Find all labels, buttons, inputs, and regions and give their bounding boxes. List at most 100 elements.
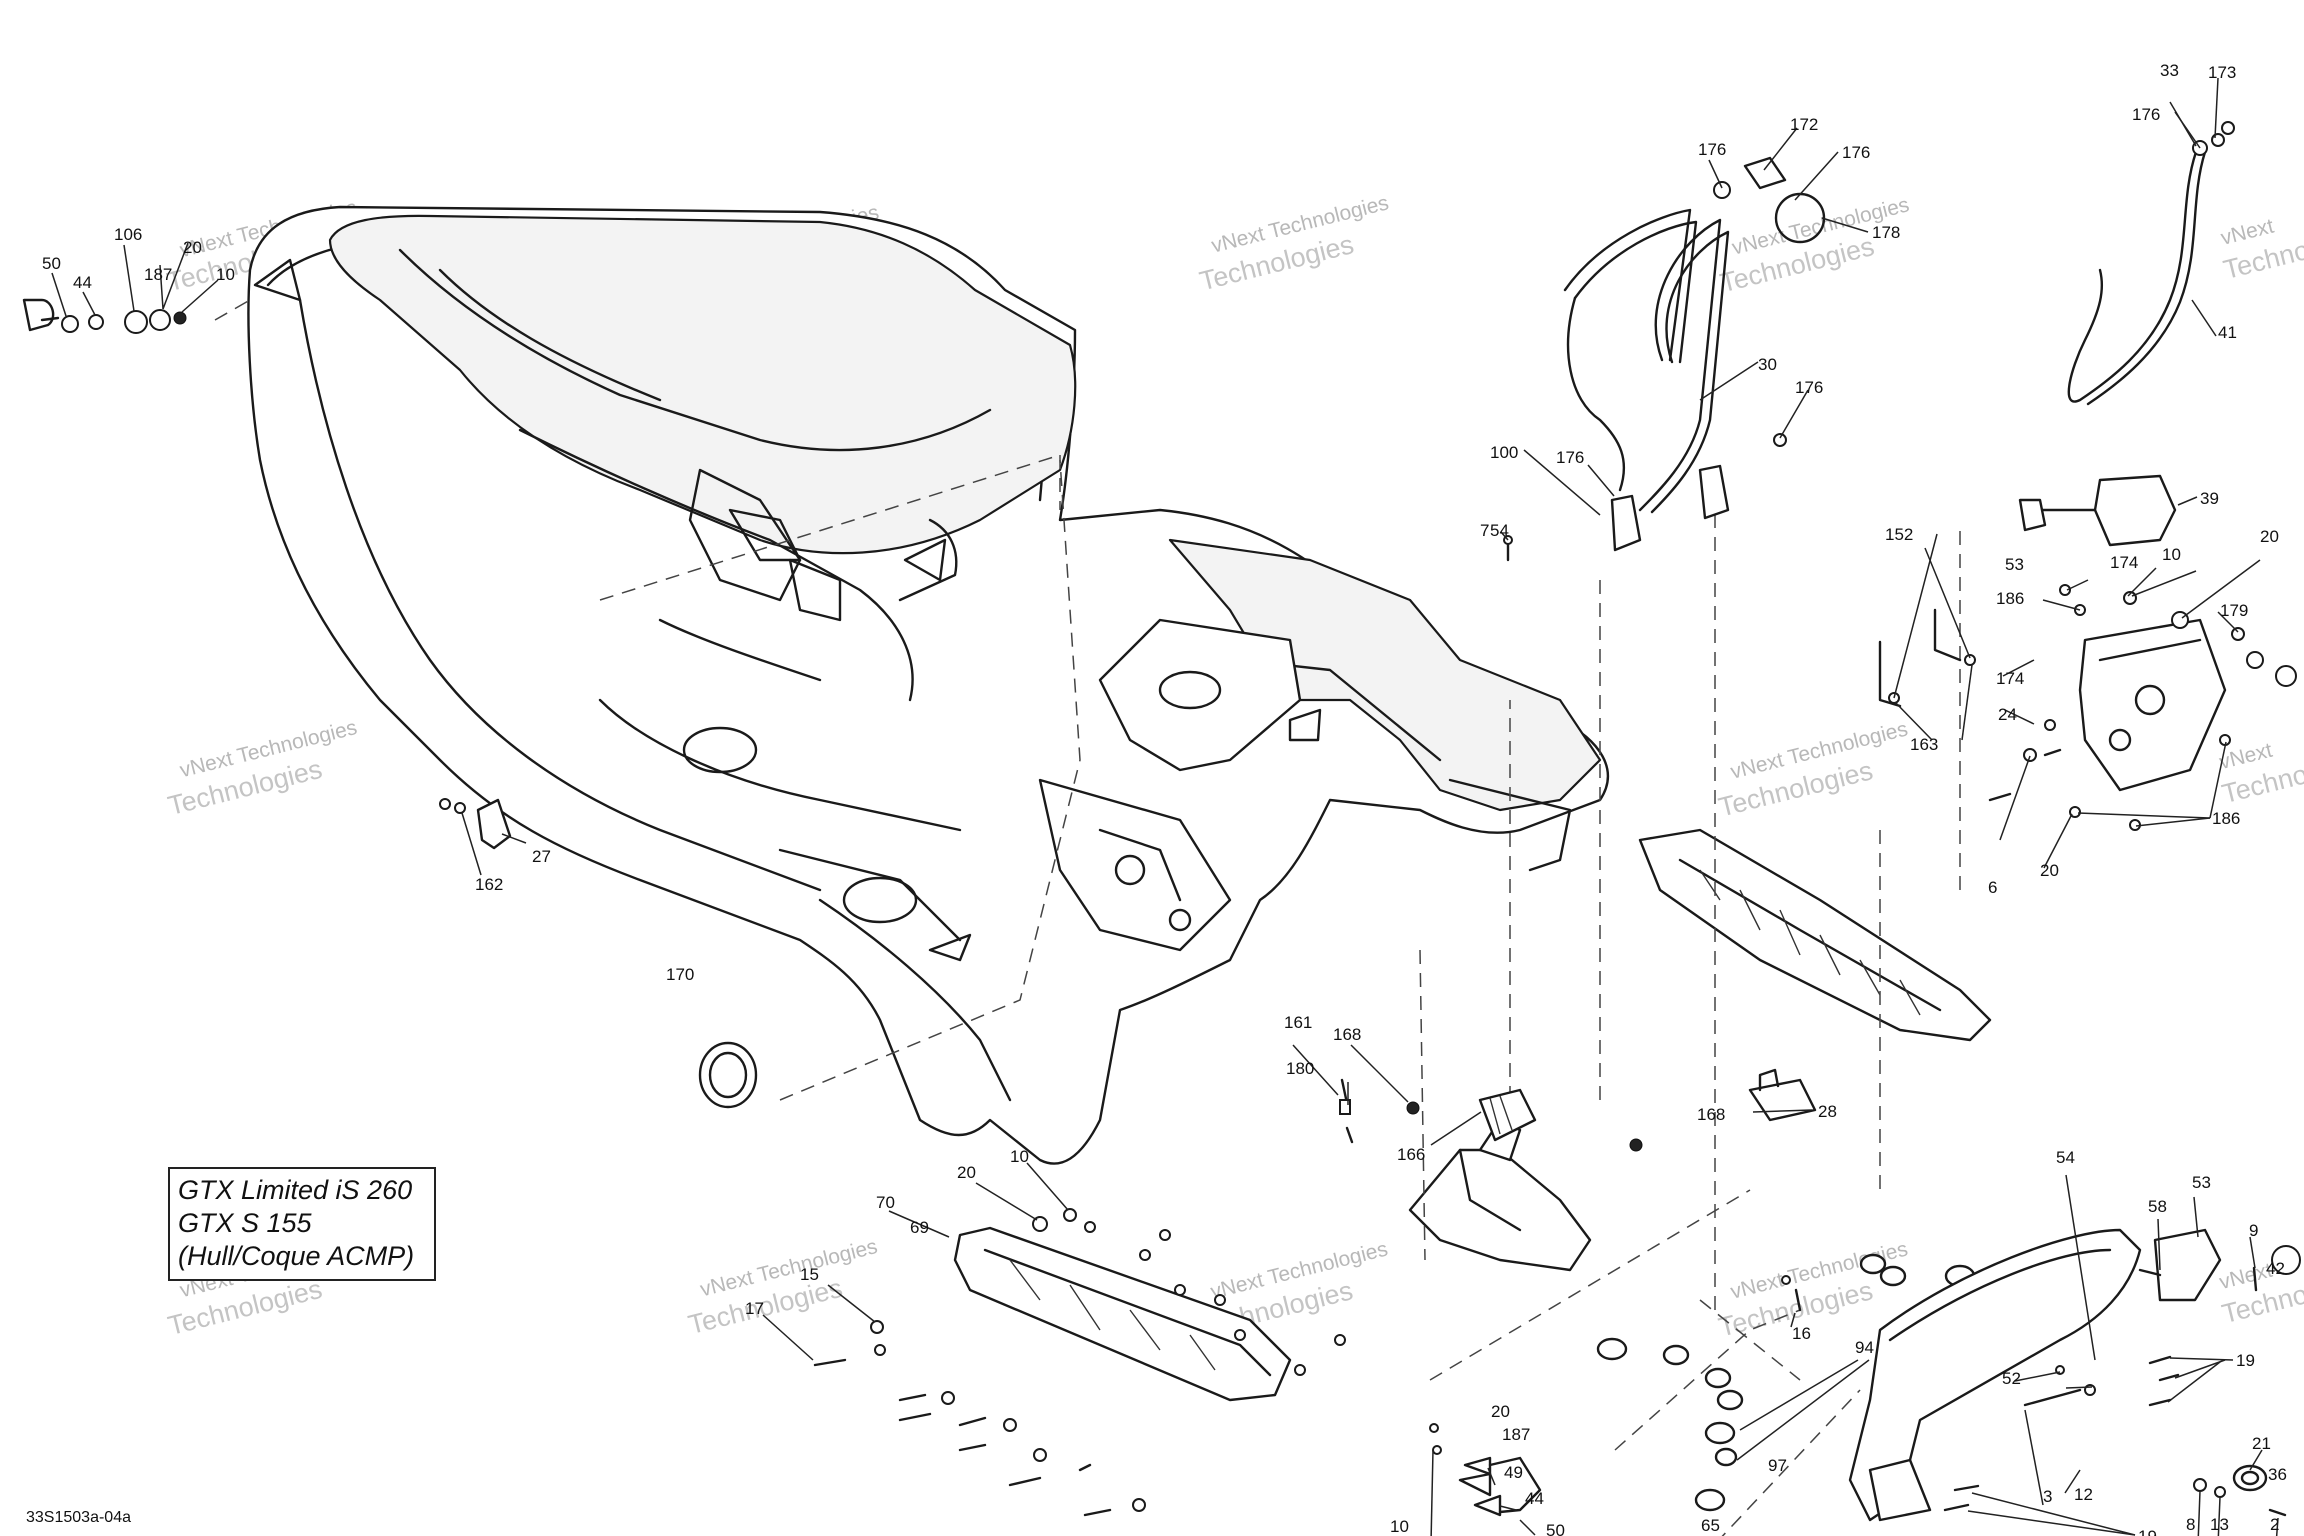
callout-label: 186: [1996, 589, 2024, 608]
callout-label: 33: [2160, 61, 2179, 80]
callout-label: 163: [1910, 735, 1938, 754]
callout-label: 6: [1988, 878, 1997, 897]
cable-41: [2067, 121, 2235, 406]
callout-label: 3: [2043, 1487, 2052, 1506]
model-note-box: GTX Limited iS 260 GTX S 155 (Hull/Coque…: [168, 1167, 436, 1281]
bolt-stack-top-left: [22, 298, 187, 334]
callout-label: 41: [2218, 323, 2237, 342]
callout-label: 36: [2268, 1465, 2287, 1484]
screw-16: [1781, 1275, 1802, 1312]
callout-label: 20: [2260, 527, 2279, 546]
callout-label: 21: [2252, 1434, 2271, 1453]
rear-sponson-rail: [1638, 828, 1992, 1042]
explode-lines: [214, 299, 1961, 1536]
callout-label: 172: [1790, 115, 1818, 134]
callout-label: 161: [1284, 1013, 1312, 1032]
grab-handle-54: [1848, 1228, 2222, 1522]
callout-label: 174: [2110, 553, 2138, 572]
callout-label: 176: [1795, 378, 1823, 397]
callout-label: 8: [2186, 1515, 2195, 1534]
screws-19: [1943, 1355, 2180, 1512]
sleeve-170: [698, 1041, 758, 1109]
callout-label: 179: [2220, 601, 2248, 620]
callout-label: 20: [2040, 861, 2059, 880]
hull-deck-body: [247, 205, 1610, 1165]
callout-label: 187: [144, 265, 172, 284]
callout-labels: 50 44 106 187 20 10 162 27 170 161 180 1…: [42, 61, 2287, 1536]
callout-label: 44: [1525, 1489, 1544, 1508]
callout-label: 2: [2270, 1515, 2279, 1534]
callout-label: 97: [1768, 1456, 1787, 1475]
callout-label: 9: [2249, 1221, 2258, 1240]
callout-label: 20: [957, 1163, 976, 1182]
callout-label: 53: [2192, 1173, 2211, 1192]
callout-label: 54: [1490, 521, 1509, 540]
callout-label: 10: [1010, 1147, 1029, 1166]
callout-label: 69: [910, 1218, 929, 1237]
callout-label: 52: [2002, 1369, 2021, 1388]
callout-label: 50: [1546, 1521, 1565, 1536]
hose-assembly-30: [1563, 156, 1826, 552]
model-note-line: GTX Limited iS 260: [178, 1175, 413, 1205]
model-note-line: GTX S 155: [178, 1208, 312, 1238]
callout-label: 173: [2208, 63, 2236, 82]
plug-42: [2271, 1245, 2301, 1275]
callout-label: 27: [532, 847, 551, 866]
callout-label: 178: [1872, 223, 1900, 242]
callout-label: 168: [1333, 1025, 1361, 1044]
callout-label: 176: [2132, 105, 2160, 124]
callout-label: 54: [2056, 1148, 2075, 1167]
callout-label: 176: [1698, 140, 1726, 159]
fasteners-161-180: [1339, 1078, 1643, 1152]
callout-label: 10: [2162, 545, 2181, 564]
callout-label: 24: [1998, 705, 2017, 724]
callout-label: 7: [1480, 521, 1489, 540]
callout-label: 94: [1855, 1338, 1874, 1357]
callout-label: 19: [2138, 1527, 2157, 1536]
screws-17-15: [813, 1320, 1146, 1517]
callout-label: 39: [2200, 489, 2219, 508]
stern-bracket: [1408, 1118, 1592, 1272]
callout-label: 42: [2266, 1259, 2285, 1278]
bellow-166: [1478, 1088, 1537, 1142]
callout-label: 100: [1490, 443, 1518, 462]
callout-label: 168: [1697, 1105, 1725, 1124]
callout-label: 17: [745, 1299, 764, 1318]
diagram-reference-code: 33S1503a-04a: [26, 1509, 131, 1526]
callout-label: 180: [1286, 1059, 1314, 1078]
callout-label: 176: [1556, 448, 1584, 467]
callout-label: 30: [1758, 355, 1777, 374]
bolt-stack-bottom: [1429, 1423, 1542, 1517]
rod-3: [2023, 1388, 2082, 1407]
screw-9: [2252, 1266, 2258, 1292]
callout-label: 187: [1502, 1425, 1530, 1444]
bracket-152: [1878, 608, 1976, 708]
callout-label: 12: [2074, 1485, 2093, 1504]
callout-label: 70: [876, 1193, 895, 1212]
callout-label: 170: [666, 965, 694, 984]
callout-label: 65: [1701, 1516, 1720, 1535]
callout-label: 162: [475, 875, 503, 894]
fitting-21: [2193, 1464, 2287, 1517]
callout-label: 20: [183, 238, 202, 257]
callout-label: 28: [1818, 1102, 1837, 1121]
grab-rail-70: [953, 1226, 1292, 1402]
callout-label: 10: [1390, 1517, 1409, 1536]
callout-label: 13: [2210, 1515, 2229, 1534]
callout-label: 106: [114, 225, 142, 244]
callout-label: 186: [2212, 809, 2240, 828]
callout-label: 10: [216, 265, 235, 284]
callout-label: 176: [1842, 143, 1870, 162]
callout-label: 50: [42, 254, 61, 273]
clip-27: [439, 798, 512, 850]
callout-label: 16: [1792, 1324, 1811, 1343]
callout-label: 15: [800, 1265, 819, 1284]
callout-label: 20: [1491, 1402, 1510, 1421]
callout-label: 49: [1504, 1463, 1523, 1482]
callout-label: 58: [2148, 1197, 2167, 1216]
callout-label: 19: [2236, 1351, 2255, 1370]
rail-fasteners: [1032, 1208, 1346, 1376]
callout-label: 174: [1996, 669, 2024, 688]
leader-lines: [51, 77, 2279, 1536]
